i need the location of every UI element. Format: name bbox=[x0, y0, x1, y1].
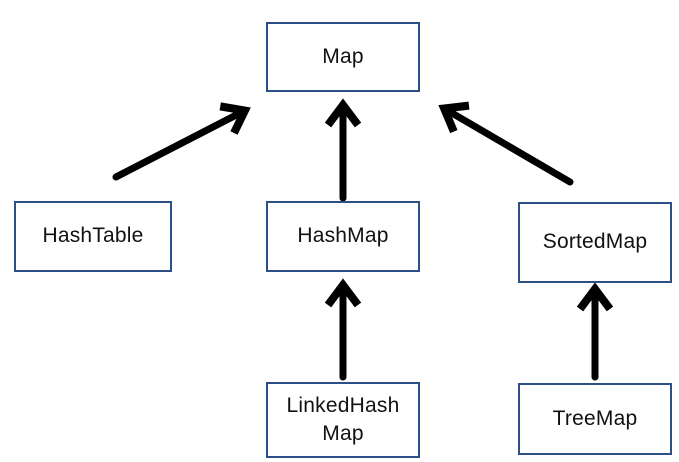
node-hashmap-label: HashMap bbox=[297, 224, 389, 248]
arrow-sortedmap-to-map bbox=[438, 101, 574, 186]
node-hashtable: HashTable bbox=[14, 201, 172, 272]
node-treemap-label: TreeMap bbox=[552, 406, 638, 430]
node-linkedhashmap: LinkedHash Map bbox=[266, 382, 420, 458]
node-hashmap: HashMap bbox=[266, 201, 420, 272]
arrow-hashtable-to-map bbox=[112, 102, 251, 181]
node-linkedhashmap-label: LinkedHash Map bbox=[286, 393, 400, 445]
node-treemap: TreeMap bbox=[518, 383, 672, 455]
node-map: Map bbox=[266, 22, 420, 92]
node-sortedmap: SortedMap bbox=[518, 202, 672, 283]
node-hashtable-label: HashTable bbox=[42, 224, 144, 248]
node-map-label: Map bbox=[322, 44, 364, 68]
node-sortedmap-label: SortedMap bbox=[542, 230, 648, 254]
